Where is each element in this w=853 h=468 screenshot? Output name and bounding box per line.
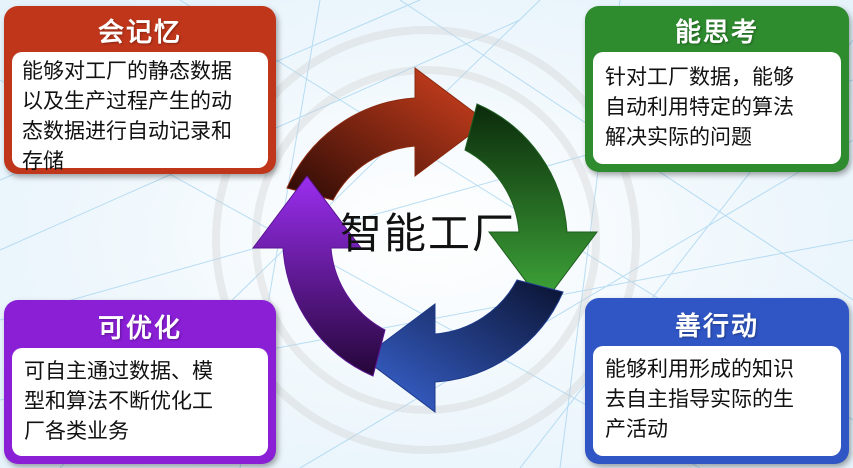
card-optimize-line: 厂各类业务 bbox=[24, 419, 129, 443]
card-think-body: 针对工厂数据，能够 自动利用特定的算法 解决实际的问题 bbox=[593, 52, 841, 164]
card-act-line: 去自主指导实际的生 bbox=[605, 387, 794, 411]
cycle-arrow-purple bbox=[252, 175, 386, 377]
cycle-arrows-diagram bbox=[252, 67, 598, 413]
card-memory-line: 以及生产过程产生的动 bbox=[22, 89, 232, 113]
card-memory: 会记忆 能够对工厂的静态数据 以及生产过程产生的动 态数据进行自动记录和 存储 bbox=[4, 6, 276, 174]
card-act-title: 善行动 bbox=[674, 312, 759, 342]
card-act-line: 产活动 bbox=[605, 417, 668, 441]
card-act: 善行动 能够利用形成的知识 去自主指导实际的生 产活动 bbox=[585, 298, 849, 464]
card-memory-line: 存储 bbox=[22, 149, 64, 173]
cycle-arrow-red bbox=[286, 67, 488, 201]
card-optimize-body: 可自主通过数据、模 型和算法不断优化工 厂各类业务 bbox=[12, 348, 268, 456]
card-memory-line: 态数据进行自动记录和 bbox=[22, 119, 232, 143]
card-optimize-title: 可优化 bbox=[97, 314, 182, 344]
center-title: 智能工厂 bbox=[339, 209, 516, 258]
card-act-body: 能够利用形成的知识 去自主指导实际的生 产活动 bbox=[593, 346, 841, 456]
cycle-arrow-blue bbox=[362, 279, 564, 413]
card-optimize-line: 可自主通过数据、模 bbox=[24, 359, 213, 383]
card-think-line: 解决实际的问题 bbox=[605, 125, 752, 149]
card-act-line: 能够利用形成的知识 bbox=[605, 357, 794, 381]
card-think-title: 能思考 bbox=[674, 18, 759, 48]
card-memory-title: 会记忆 bbox=[97, 18, 182, 48]
card-optimize: 可优化 可自主通过数据、模 型和算法不断优化工 厂各类业务 bbox=[4, 300, 276, 464]
card-think-line: 自动利用特定的算法 bbox=[605, 95, 794, 119]
card-memory-body: 能够对工厂的静态数据 以及生产过程产生的动 态数据进行自动记录和 存储 bbox=[12, 52, 268, 173]
card-optimize-line: 型和算法不断优化工 bbox=[24, 389, 213, 413]
card-memory-line: 能够对工厂的静态数据 bbox=[22, 59, 232, 83]
cycle-arrow-green bbox=[464, 103, 598, 305]
card-think-line: 针对工厂数据，能够 bbox=[605, 65, 794, 89]
card-think: 能思考 针对工厂数据，能够 自动利用特定的算法 解决实际的问题 bbox=[585, 6, 849, 172]
